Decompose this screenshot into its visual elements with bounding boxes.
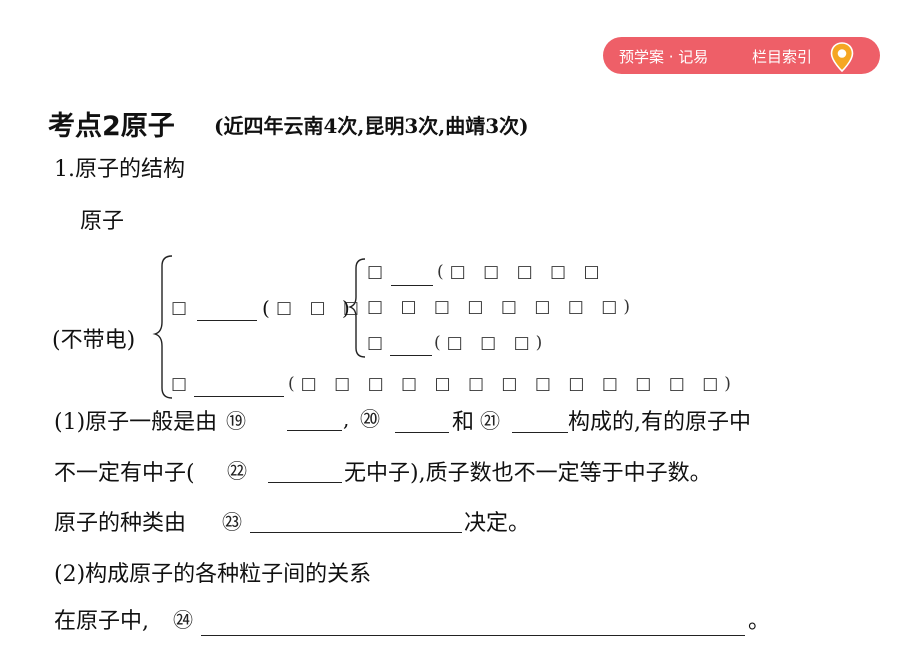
proton-placeholder: □ [367,262,390,282]
answer-number-24: ㉔ [173,608,193,632]
electron-paren: (□ □ □ □ □ □ □ □ □ □ □ □ □) [288,374,737,394]
blank-24[interactable] [201,635,745,636]
blank-21[interactable] [512,432,568,433]
proton-blank[interactable] [391,285,433,286]
para1-line2-a: 不一定有中子( [54,461,195,486]
answer-number-20: ⑳ [360,407,380,431]
index-link[interactable]: 栏目索引 [752,48,813,66]
page-subtitle: (近四年云南4次,昆明3次,曲靖3次) [214,114,529,138]
answer-number-23: ㉓ [222,510,242,534]
nucleus-paren-close: ) [342,296,350,320]
proton-paren-line2: □ □ □ □ □ □ □ □) [367,297,636,317]
neutron-blank[interactable] [390,355,432,356]
para1-line1-a: (1)原子一般是由 [54,410,218,435]
neutron-paren: (□ □ □) [434,333,549,353]
electron-placeholder: □ [171,374,194,394]
answer-number-19: ⑲ [226,409,246,433]
proton-paren-line1: (□ □ □ □ □ [437,262,606,282]
blank-22[interactable] [268,482,342,483]
electron-blank[interactable] [194,396,284,397]
neutral-label: (不带电) [52,328,136,353]
para2-line-a: 在原子中, [54,609,149,634]
and-word: 和 [452,410,475,435]
comma-sep: , [343,407,350,431]
para2-title: (2)构成原子的各种粒子间的关系 [54,562,372,587]
neutron-placeholder: □ [367,333,390,353]
para1-line2-b: 无中子),质子数也不一定等于中子数。 [344,461,712,486]
para1-line1-b: 构成的,有的原子中 [568,410,751,435]
nucleus-paren: □ □ □ [276,298,365,318]
section-title: 1.原子的结构 [54,157,185,182]
answer-number-21: ㉑ [480,409,500,433]
nucleus-paren-open: ( [262,296,270,320]
blank-19[interactable] [287,430,342,431]
para1-line3-a: 原子的种类由 [54,511,187,536]
blank-20[interactable] [395,432,449,433]
preview-link[interactable]: 预学案 · 记易 [619,48,709,66]
atom-label: 原子 [80,209,125,234]
answer-number-22: ㉒ [227,459,247,483]
nucleus-placeholder: □ [171,298,194,318]
nucleus-blank[interactable] [197,320,257,321]
location-pin-icon[interactable] [830,42,854,72]
para2-end: 。 [748,609,771,634]
page-title: 考点2原子 [48,111,175,142]
para1-line3-b: 决定。 [464,511,531,536]
blank-23[interactable] [250,532,462,533]
